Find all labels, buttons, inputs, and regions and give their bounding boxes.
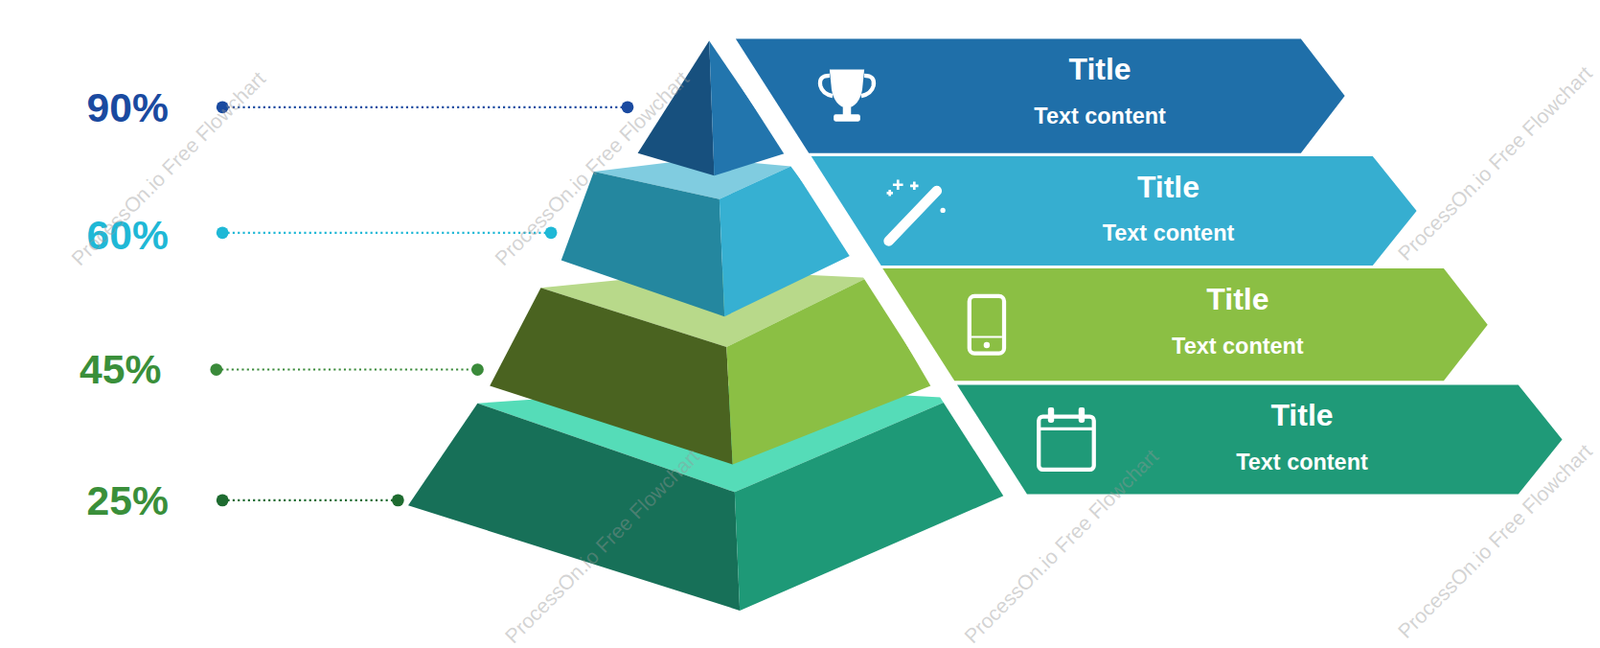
banner-arrow: TitleText content <box>810 156 1417 266</box>
banner-arrow: TitleText content <box>957 385 1562 495</box>
banner-fill <box>735 38 1346 153</box>
leader-dot <box>216 493 229 506</box>
calendar-icon <box>1038 427 1095 431</box>
leader-dot <box>621 100 635 114</box>
leader-dot <box>216 226 229 239</box>
banner-shape <box>957 385 1562 495</box>
banner-arrow: TitleText content <box>735 38 1346 153</box>
percent-label: 90% <box>45 82 209 132</box>
banner-fill <box>882 268 1487 381</box>
tier-face <box>489 287 732 464</box>
phone-icon <box>983 342 990 348</box>
wand-icon <box>887 179 919 196</box>
banner-text: TitleText content <box>1015 168 1323 249</box>
tier-face <box>638 41 715 177</box>
banner-text: TitleText content <box>1084 280 1392 361</box>
banner-arrow: TitleText content <box>882 268 1487 381</box>
leader-line <box>216 367 479 370</box>
watermark: ProcessOn.io Free Flowchart <box>475 51 709 286</box>
leader-line <box>222 231 551 234</box>
watermark: ProcessOn.io Free Flowchart <box>1377 423 1600 648</box>
leader-dot <box>545 226 558 239</box>
banner-fill <box>957 385 1562 495</box>
leader-dot <box>209 363 223 376</box>
phone-icon <box>969 296 1005 354</box>
banner-shape <box>735 38 1346 153</box>
watermark: ProcessOn.io Free Flowchart <box>51 51 286 286</box>
leader-dot <box>391 493 405 506</box>
trophy-icon <box>833 114 861 121</box>
wand-icon <box>939 207 945 213</box>
banner-content: Text content <box>1235 448 1369 478</box>
wand-icon <box>889 190 938 241</box>
percent-label: 60% <box>45 209 209 259</box>
banner-fill <box>810 156 1417 266</box>
banner-title: Title <box>1270 396 1333 434</box>
watermark: ProcessOn.io Free Flowchart <box>484 429 719 648</box>
leader-dot <box>471 363 484 376</box>
watermark: ProcessOn.io Free Flowchart <box>1377 45 1600 280</box>
banner-text: TitleText content <box>946 50 1254 131</box>
banner-title: Title <box>1206 280 1269 318</box>
banner-shape <box>810 156 1417 266</box>
banner-content: Text content <box>1102 219 1235 249</box>
banner-content: Text content <box>1171 331 1304 361</box>
percent-label: 25% <box>45 475 209 525</box>
trophy-icon <box>861 75 874 96</box>
tier-face <box>561 171 725 317</box>
phone-icon <box>971 335 1003 338</box>
calendar-icon <box>1048 407 1054 423</box>
banner-text: TitleText content <box>1148 396 1456 477</box>
leader-line <box>222 499 398 502</box>
trophy-icon <box>829 68 865 108</box>
watermark: ProcessOn.io Free Flowchart <box>944 429 1179 648</box>
banner-title: Title <box>1137 168 1200 206</box>
calendar-icon <box>1078 407 1085 423</box>
banner-content: Text content <box>1033 102 1166 132</box>
leader-dot <box>216 100 229 114</box>
trophy-icon <box>820 75 833 96</box>
banner-shape <box>882 268 1487 381</box>
percent-label: 45% <box>38 344 202 394</box>
trophy-icon <box>843 107 852 116</box>
leader-line <box>222 106 628 109</box>
banner-title: Title <box>1069 50 1132 88</box>
calendar-icon <box>1038 416 1095 470</box>
